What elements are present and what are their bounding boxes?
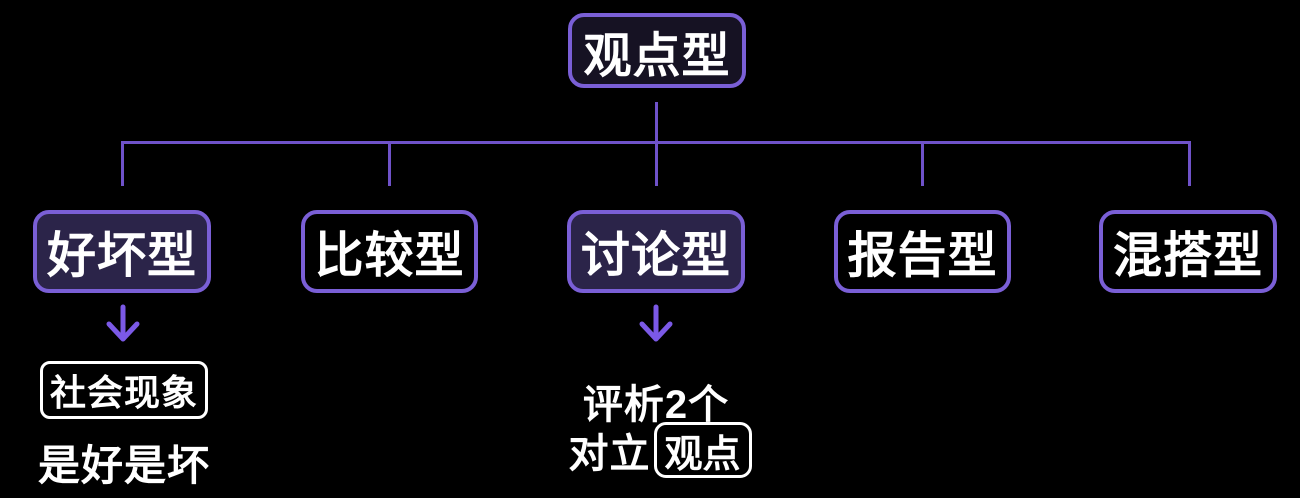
down-arrow-icon [103, 303, 143, 347]
good-or-bad-text: 是好是坏 [37, 442, 210, 489]
social-phenomenon-box: 社会现象 [40, 361, 208, 419]
node-root-label: 观点型 [583, 29, 731, 83]
connector-stub-report [921, 144, 924, 186]
connector-stub-comparison [388, 144, 391, 186]
node-discussion: 讨论型 [567, 210, 745, 293]
analyze-two-text: 评析2个 [582, 383, 730, 427]
node-comparison-label: 比较型 [314, 229, 465, 283]
connector-horizontal-bar [121, 141, 1191, 144]
node-comparison: 比较型 [301, 210, 478, 293]
node-report: 报告型 [834, 210, 1011, 293]
node-report-label: 报告型 [847, 229, 998, 283]
connector-root-stem [655, 102, 658, 143]
viewpoint-box: 观点 [653, 422, 752, 478]
down-arrow-icon [636, 303, 676, 347]
node-discussion-label: 讨论型 [580, 229, 731, 283]
opposing-text: 对立 [568, 432, 651, 476]
connector-stub-mixed [1188, 144, 1191, 186]
opposing-viewpoints-row: 对立 观点 [550, 421, 770, 479]
node-mixed: 混搭型 [1099, 210, 1277, 293]
connector-stub-good-bad [121, 144, 124, 186]
viewpoint-label: 观点 [664, 433, 741, 476]
node-root: 观点型 [568, 13, 746, 88]
node-good-bad-label: 好坏型 [46, 229, 197, 283]
node-good-bad: 好坏型 [33, 210, 211, 293]
social-phenomenon-label: 社会现象 [49, 372, 198, 413]
node-mixed-label: 混搭型 [1112, 229, 1263, 283]
connector-stub-discussion [655, 144, 658, 186]
